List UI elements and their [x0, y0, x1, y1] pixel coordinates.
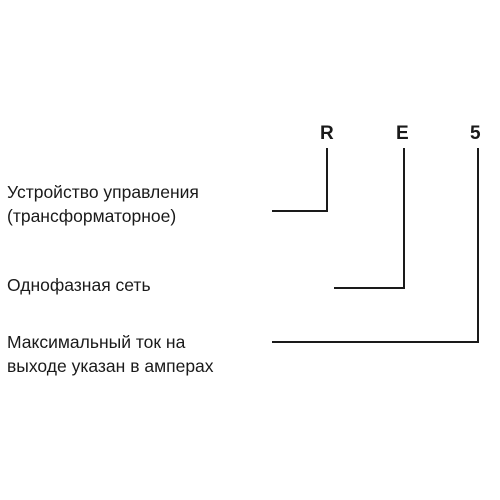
- leader-line-r: [272, 148, 328, 212]
- legend-control-device-line-2: (трансформаторное): [7, 206, 177, 226]
- legend-max-current-line-1: Максимальный ток на: [7, 332, 186, 352]
- legend-control-device: Устройство управления (трансформаторное): [7, 180, 199, 228]
- legend-single-phase: Однофазная сеть: [7, 273, 151, 297]
- code-letter-e: E: [396, 123, 409, 144]
- legend-control-device-line-1: Устройство управления: [7, 182, 199, 202]
- legend-max-current: Максимальный ток на выходе указан в ампе…: [7, 330, 214, 378]
- legend-single-phase-line-1: Однофазная сеть: [7, 275, 151, 295]
- leader-line-e: [334, 148, 405, 289]
- legend-max-current-line-2: выходе указан в амперах: [7, 356, 214, 376]
- code-letter-5: 5: [470, 123, 481, 144]
- leader-line-5: [272, 148, 479, 343]
- code-letter-r: R: [320, 123, 334, 144]
